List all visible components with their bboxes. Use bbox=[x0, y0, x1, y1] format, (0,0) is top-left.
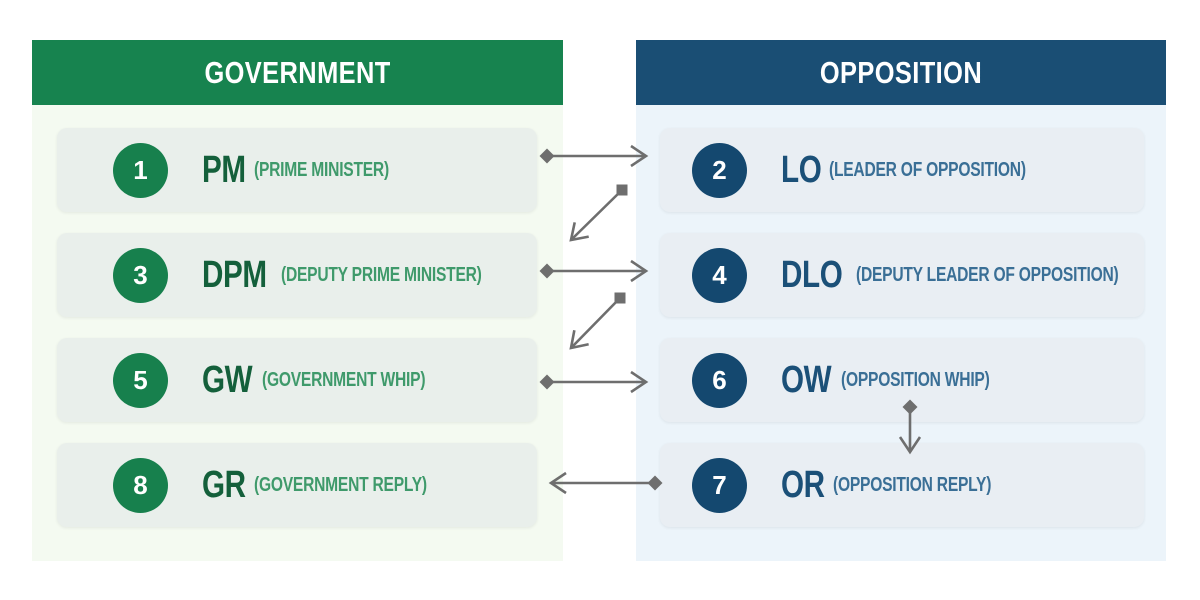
role-abbreviation: OW bbox=[781, 358, 832, 401]
opposition-panel: OPPOSITION 2 LO (LEADER OF OPPOSITION) 4… bbox=[636, 40, 1166, 561]
role-caption: (DEPUTY PRIME MINISTER) bbox=[280, 263, 482, 286]
government-row-gw: 5 GW (GOVERNMENT WHIP) bbox=[57, 338, 537, 422]
arrow-lo-to-dpm bbox=[569, 184, 628, 242]
role-caption: (OPPOSITION WHIP) bbox=[841, 368, 991, 391]
government-title: GOVERNMENT bbox=[204, 54, 391, 90]
order-number-badge: 2 bbox=[692, 142, 747, 198]
order-number-badge: 1 bbox=[113, 142, 168, 198]
role-caption: (OPPOSITION REPLY) bbox=[833, 473, 992, 496]
role-caption: (PRIME MINISTER) bbox=[254, 158, 389, 181]
government-header: GOVERNMENT bbox=[32, 40, 563, 105]
government-row-dpm: 3 DPM (DEPUTY PRIME MINISTER) bbox=[57, 233, 537, 317]
opposition-row-dlo: 4 DLO (DEPUTY LEADER OF OPPOSITION) bbox=[660, 233, 1144, 317]
role-abbreviation: DPM bbox=[202, 253, 267, 296]
order-number-badge: 5 bbox=[113, 352, 168, 408]
order-number-badge: 6 bbox=[692, 352, 747, 408]
order-number-badge: 7 bbox=[692, 457, 747, 513]
role-caption: (GOVERNMENT REPLY) bbox=[254, 473, 427, 496]
order-number-badge: 4 bbox=[692, 247, 747, 303]
government-row-pm: 1 PM (PRIME MINISTER) bbox=[57, 128, 537, 212]
arrow-dlo-to-gw bbox=[569, 292, 626, 350]
government-panel: GOVERNMENT 1 PM (PRIME MINISTER) 3 DPM (… bbox=[32, 40, 563, 561]
opposition-header: OPPOSITION bbox=[636, 40, 1166, 105]
role-caption: (GOVERNMENT WHIP) bbox=[262, 368, 426, 391]
role-abbreviation: GW bbox=[202, 358, 253, 401]
role-abbreviation: LO bbox=[781, 148, 822, 191]
role-caption: (DEPUTY LEADER OF OPPOSITION) bbox=[855, 263, 1119, 286]
role-caption: (LEADER OF OPPOSITION) bbox=[828, 158, 1026, 181]
opposition-row-lo: 2 LO (LEADER OF OPPOSITION) bbox=[660, 128, 1144, 212]
role-abbreviation: OR bbox=[781, 463, 825, 506]
opposition-title: OPPOSITION bbox=[819, 54, 983, 90]
role-abbreviation: DLO bbox=[781, 253, 843, 296]
role-abbreviation: GR bbox=[202, 463, 246, 506]
government-row-gr: 8 GR (GOVERNMENT REPLY) bbox=[57, 443, 537, 527]
opposition-row-or: 7 OR (OPPOSITION REPLY) bbox=[660, 443, 1144, 527]
order-number-badge: 8 bbox=[113, 457, 168, 513]
order-number-badge: 3 bbox=[113, 247, 168, 303]
role-abbreviation: PM bbox=[202, 148, 246, 191]
opposition-row-ow: 6 OW (OPPOSITION WHIP) bbox=[660, 338, 1144, 422]
